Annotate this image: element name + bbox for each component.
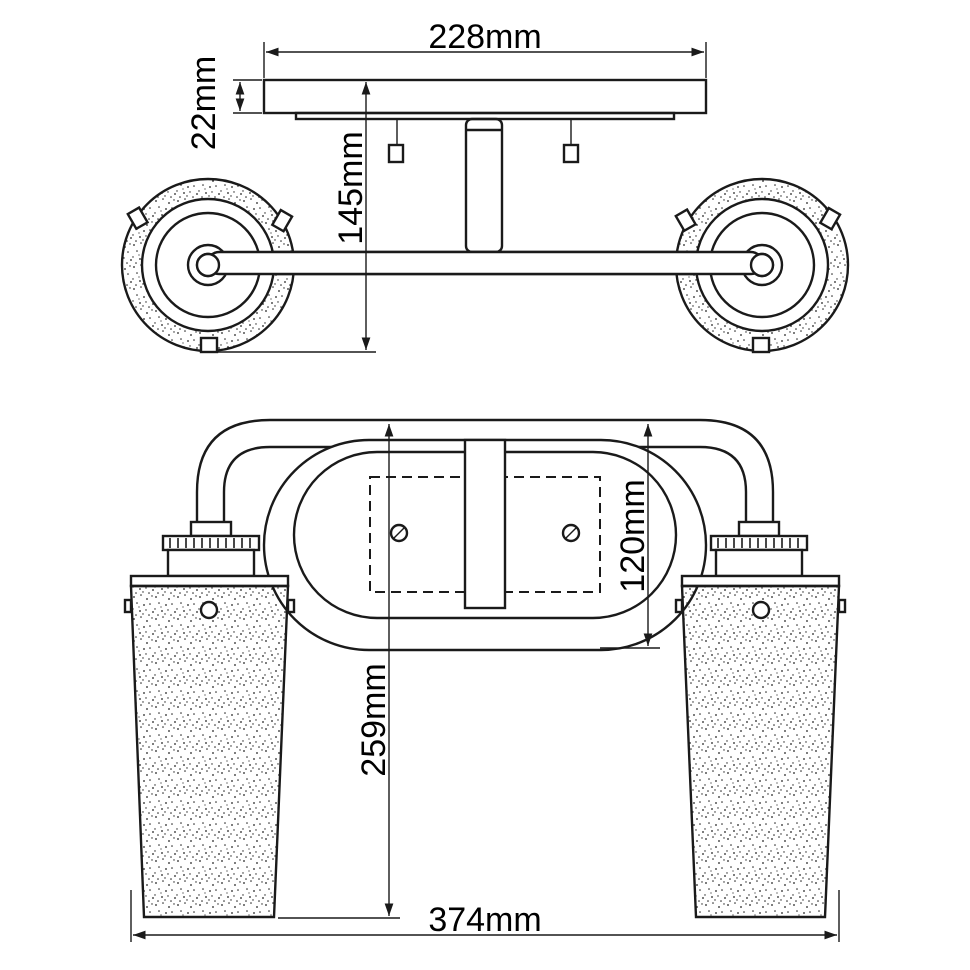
dim-label-120: 120mm [614, 479, 652, 592]
dim-374: 374mm [130, 890, 840, 942]
lamp-left-rim [129, 574, 290, 588]
dim-label-228: 228mm [428, 18, 541, 56]
lamp-right-rim [680, 574, 841, 588]
front-lamp-right [674, 534, 847, 919]
top-center-stem [464, 117, 504, 254]
dim-120: 120mm [375, 419, 660, 649]
dim-145: 145mm [215, 82, 376, 353]
front-screw-right [561, 523, 581, 543]
lamp-left-shade [129, 584, 290, 919]
front-lamp-left [123, 534, 296, 919]
dim-22: 22mm [185, 56, 262, 150]
dim-label-22: 22mm [185, 56, 223, 150]
top-screw-right [562, 119, 580, 164]
dim-228: 228mm [263, 18, 707, 78]
dim-label-145: 145mm [332, 131, 370, 244]
top-backplate [262, 78, 708, 115]
lamp-right-shade [680, 584, 841, 919]
top-screw-left [387, 119, 405, 164]
front-screw-left [389, 523, 409, 543]
top-view: 228mm 22mm 145mm [120, 18, 850, 354]
front-center-bar [463, 438, 507, 610]
dim-259: 259mm [278, 424, 400, 919]
dim-label-374: 374mm [428, 901, 541, 939]
front-view: 120mm 259mm 374mm [123, 418, 847, 942]
dim-label-259: 259mm [355, 663, 393, 776]
